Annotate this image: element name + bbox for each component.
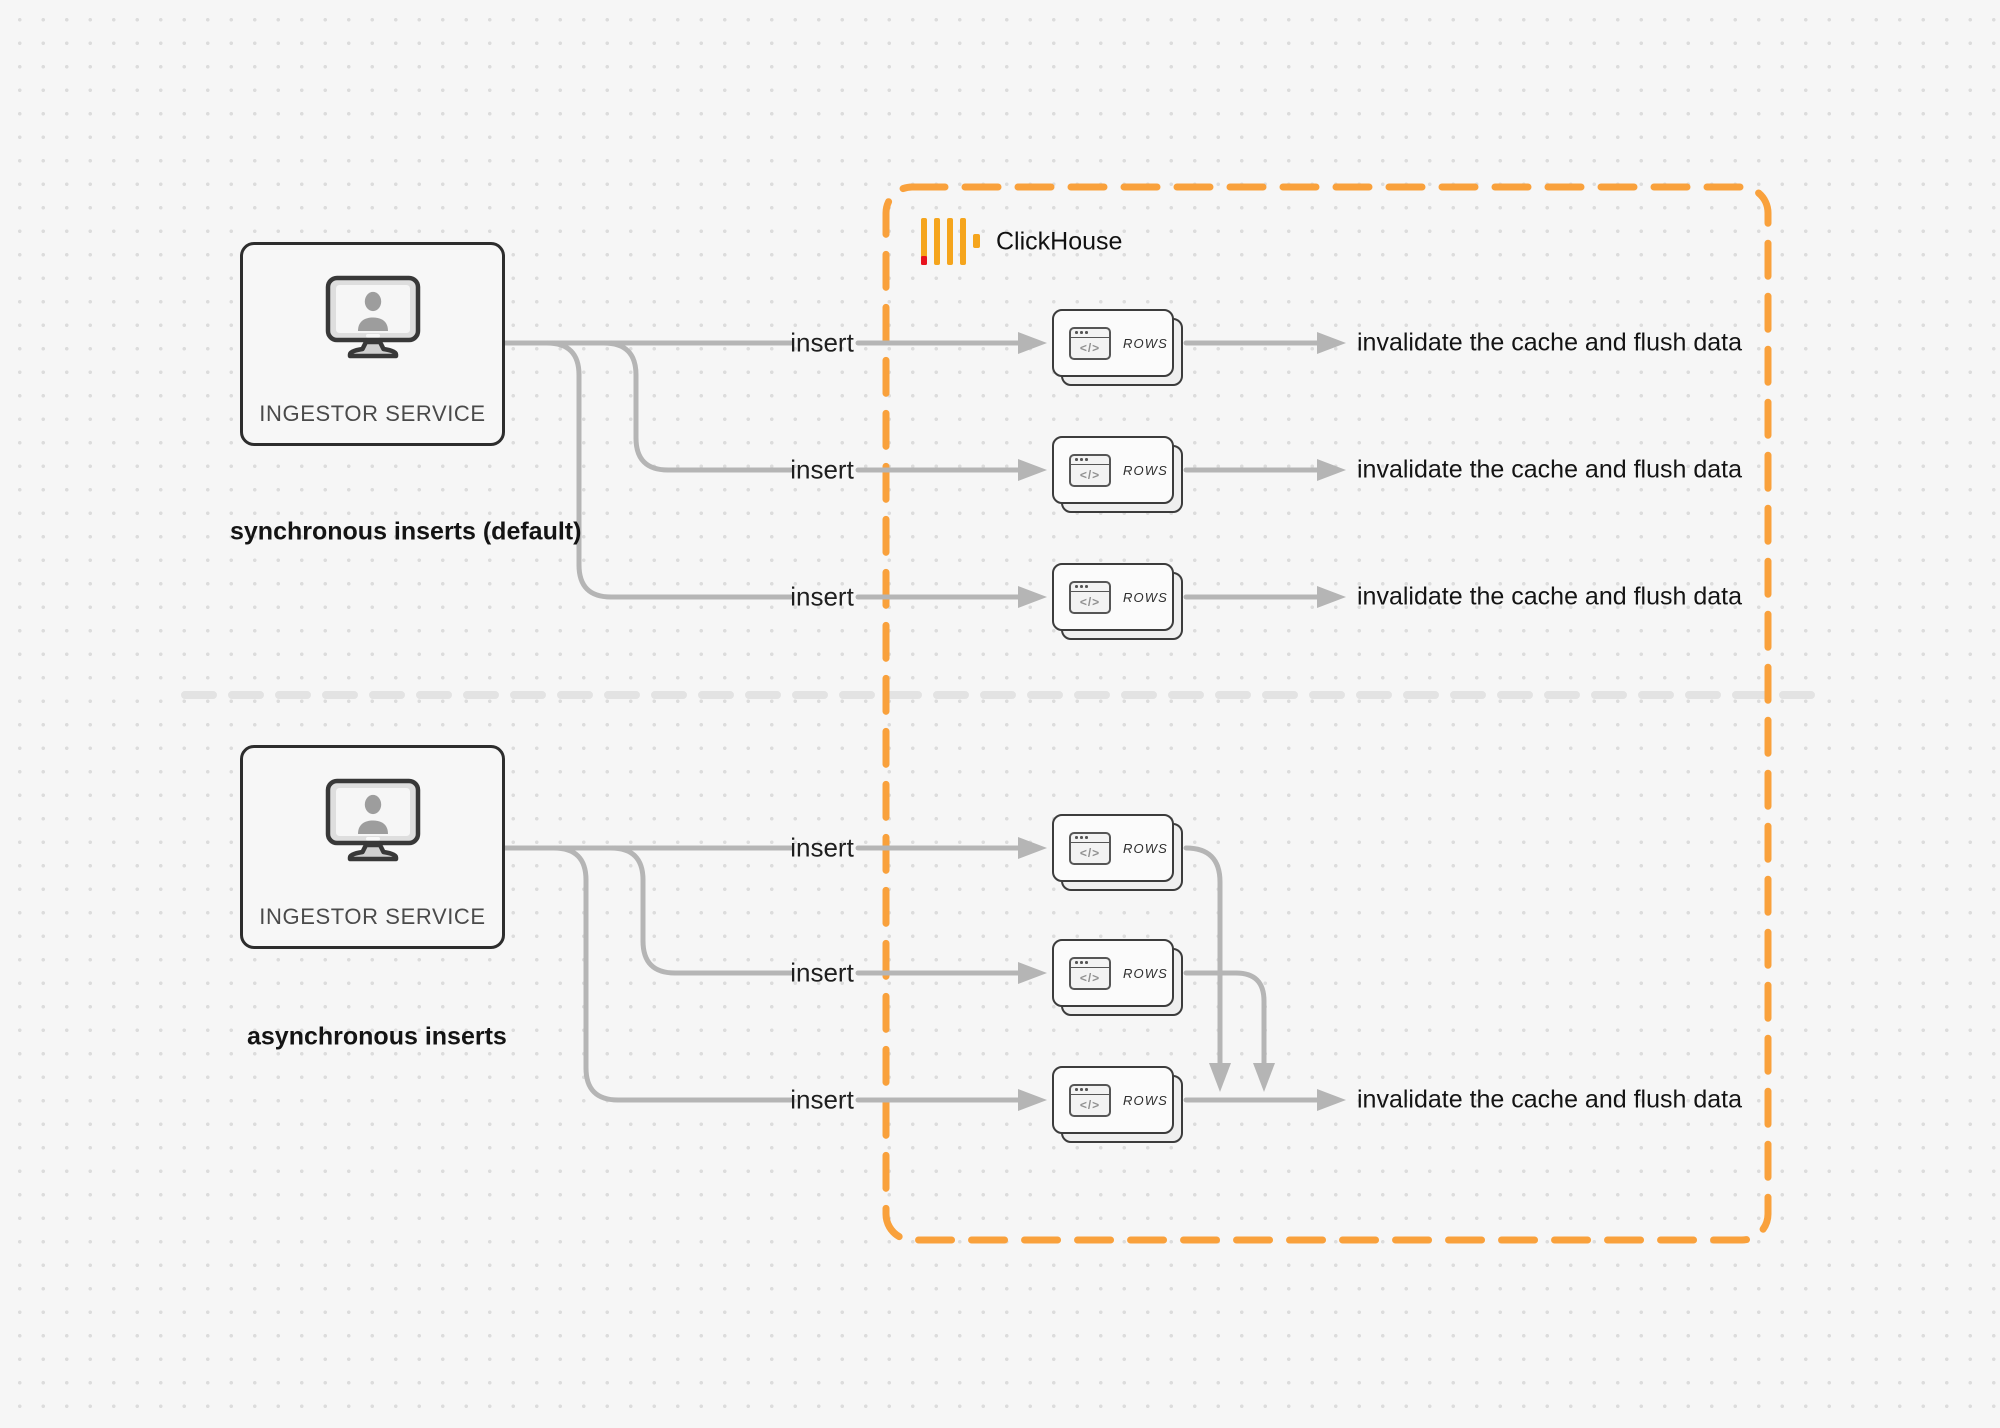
rows-card-face: </> ROWS (1052, 309, 1174, 377)
clickhouse-boundary-box (882, 183, 1772, 1244)
connector-async-branch3 (500, 845, 794, 1103)
result-label-async: invalidate the cache and flush data (1357, 1085, 1742, 1114)
ingestor-service-box-async: INGESTOR SERVICE (240, 745, 505, 949)
insert-label-async-2: insert (790, 957, 854, 988)
rows-card-face: </> ROWS (1052, 1066, 1174, 1134)
sync-caption: synchronous inserts (default) (230, 517, 582, 546)
monitor-user-icon (325, 778, 420, 862)
arrowheads (1018, 332, 1346, 1111)
arrowhead-async-result (1317, 1089, 1346, 1111)
rows-card-sync-2: </> ROWS (1052, 436, 1183, 513)
code-window-icon: </> (1069, 453, 1111, 487)
arrowhead-sync-result1 (1317, 332, 1346, 354)
rows-card-sync-1: </> ROWS (1052, 309, 1183, 386)
connector-sync-branch3 (500, 340, 794, 600)
arrowhead-sync-insert3 (1018, 586, 1047, 608)
code-window-icon: </> (1069, 1083, 1111, 1117)
rows-card-face: </> ROWS (1052, 814, 1174, 882)
result-label-sync-2: invalidate the cache and flush data (1357, 455, 1742, 484)
arrowhead-async-insert3 (1018, 1089, 1047, 1111)
insert-label-sync-3: insert (790, 581, 854, 612)
rows-card-face: </> ROWS (1052, 563, 1174, 631)
arrowhead-async-insert1 (1018, 837, 1047, 859)
async-caption: asynchronous inserts (247, 1022, 507, 1051)
code-window-titlebar (1071, 583, 1109, 592)
rows-card-label: ROWS (1123, 840, 1168, 856)
code-glyph: </> (1079, 845, 1101, 860)
code-window-icon: </> (1069, 956, 1111, 990)
code-glyph: </> (1079, 467, 1101, 482)
connector-async-branch2 (500, 845, 794, 976)
ingestor-service-label: INGESTOR SERVICE (259, 401, 486, 426)
arrowhead-async-merge1-down (1209, 1063, 1231, 1092)
result-label-sync-1: invalidate the cache and flush data (1357, 328, 1742, 357)
code-glyph: </> (1079, 970, 1101, 985)
code-window-icon: </> (1069, 326, 1111, 360)
arrowhead-async-insert2 (1018, 962, 1047, 984)
rows-card-sync-3: </> ROWS (1052, 563, 1183, 640)
rows-card-face: </> ROWS (1052, 939, 1174, 1007)
code-glyph: </> (1079, 594, 1101, 609)
rows-card-async-3: </> ROWS (1052, 1066, 1183, 1143)
code-window-icon: </> (1069, 831, 1111, 865)
gray-connectors (500, 340, 1320, 1103)
rows-card-async-1: </> ROWS (1052, 814, 1183, 891)
code-glyph: </> (1079, 1097, 1101, 1112)
insert-label-sync-1: insert (790, 327, 854, 358)
rows-card-label: ROWS (1123, 335, 1168, 351)
insert-label-sync-2: insert (790, 454, 854, 485)
arrowhead-sync-result2 (1317, 459, 1346, 481)
clickhouse-label: ClickHouse (996, 227, 1123, 256)
code-window-titlebar (1071, 329, 1109, 338)
ingestor-service-box-sync: INGESTOR SERVICE (240, 242, 505, 446)
insert-label-async-3: insert (790, 1084, 854, 1115)
rows-card-label: ROWS (1123, 462, 1168, 478)
arrowhead-sync-insert1 (1018, 332, 1047, 354)
code-glyph: </> (1079, 340, 1101, 355)
code-window-titlebar (1071, 834, 1109, 843)
connector-async-merge1 (1183, 845, 1223, 1066)
code-window-titlebar (1071, 456, 1109, 465)
arrowhead-sync-insert2 (1018, 459, 1047, 481)
rows-card-label: ROWS (1123, 965, 1168, 981)
code-window-titlebar (1071, 959, 1109, 968)
arrowhead-async-merge2-down (1253, 1063, 1275, 1092)
monitor-user-icon (325, 275, 420, 359)
result-label-sync-3: invalidate the cache and flush data (1357, 582, 1742, 611)
code-window-titlebar (1071, 1086, 1109, 1095)
connector-async-merge2 (1183, 970, 1267, 1066)
rows-card-face: </> ROWS (1052, 436, 1174, 504)
rows-card-label: ROWS (1123, 1092, 1168, 1108)
rows-card-async-2: </> ROWS (1052, 939, 1183, 1016)
clickhouse-logo-icon (921, 218, 980, 265)
connector-sync-branch2 (500, 340, 794, 473)
rows-card-label: ROWS (1123, 589, 1168, 605)
code-window-icon: </> (1069, 580, 1111, 614)
arrowhead-sync-result3 (1317, 586, 1346, 608)
ingestor-service-label: INGESTOR SERVICE (259, 904, 486, 929)
insert-label-async-1: insert (790, 832, 854, 863)
